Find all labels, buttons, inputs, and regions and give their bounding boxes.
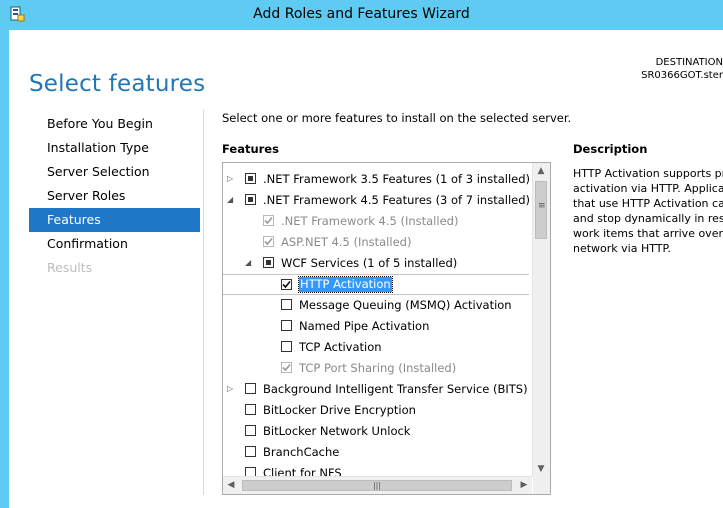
wizard-window: Select features DESTINATION SR0366GOT.st… (9, 30, 723, 508)
partial-check-icon (248, 176, 253, 181)
checkmark-icon (264, 216, 273, 225)
scroll-left-icon[interactable]: ◀ (227, 480, 235, 490)
page-title: Select features (29, 71, 206, 98)
features-tree[interactable]: ▷ .NET Framework 3.5 Features (1 of 3 ins… (222, 162, 551, 495)
feature-row[interactable]: BitLocker Drive Encryption (223, 400, 528, 421)
destination-server: SR0366GOT.ster (641, 70, 723, 81)
feature-label: WCF Services (1 of 5 installed) (281, 256, 458, 270)
destination-label: DESTINATION (655, 57, 723, 68)
scroll-up-icon[interactable]: ▲ (537, 166, 545, 176)
feature-label: ASP.NET 4.5 (Installed) (281, 235, 412, 249)
feature-checkbox[interactable] (281, 320, 292, 331)
feature-checkbox[interactable] (245, 404, 256, 415)
wizard-nav: Before You Begin Installation Type Serve… (29, 112, 200, 280)
feature-row[interactable]: BitLocker Network Unlock (223, 421, 528, 442)
feature-label: TCP Port Sharing (Installed) (299, 361, 457, 375)
scroll-corner (533, 477, 550, 494)
nav-item-results: Results (47, 260, 93, 275)
nav-divider (203, 110, 204, 495)
window-title: Add Roles and Features Wizard (253, 6, 470, 22)
checkmark-icon (282, 280, 291, 289)
feature-checkbox[interactable] (281, 279, 292, 290)
checkmark-icon (264, 237, 273, 246)
horizontal-scrollbar[interactable]: ◀ ||| ▶ (223, 476, 532, 494)
feature-row[interactable]: Named Pipe Activation (223, 316, 528, 337)
nav-item-before-you-begin[interactable]: Before You Begin (47, 116, 153, 131)
title-bar[interactable]: Add Roles and Features Wizard (0, 0, 723, 30)
feature-label: TCP Activation (299, 340, 382, 354)
feature-label: .NET Framework 4.5 Features (3 of 7 inst… (263, 193, 531, 207)
feature-row[interactable]: ▷ Background Intelligent Transfer Service… (223, 379, 528, 400)
feature-checkbox (263, 215, 274, 226)
feature-row[interactable]: BranchCache (223, 442, 528, 463)
server-manager-icon (10, 6, 25, 22)
nav-item-server-selection[interactable]: Server Selection (47, 164, 150, 179)
scroll-down-icon[interactable]: ▼ (537, 464, 545, 474)
feature-checkbox[interactable] (263, 257, 274, 268)
feature-checkbox[interactable] (245, 425, 256, 436)
feature-label: Message Queuing (MSMQ) Activation (299, 298, 512, 312)
nav-item-features[interactable]: Features (29, 208, 200, 232)
nav-item-server-roles[interactable]: Server Roles (47, 188, 126, 203)
features-heading: Features (222, 142, 279, 156)
feature-row[interactable]: ▷ .NET Framework 3.5 Features (1 of 3 ins… (223, 169, 531, 190)
feature-label: .NET Framework 3.5 Features (1 of 3 inst… (263, 172, 531, 186)
feature-label: BitLocker Network Unlock (263, 424, 411, 438)
feature-label: BranchCache (263, 445, 340, 459)
feature-row[interactable]: ◢ WCF Services (1 of 5 installed) (223, 253, 528, 274)
feature-label: HTTP Activation (298, 276, 393, 293)
triangle-down-icon[interactable]: ◢ (245, 258, 252, 267)
description-heading: Description (573, 142, 648, 156)
description-text: HTTP Activation supports pro activation … (573, 167, 723, 255)
feature-row[interactable]: ◢ .NET Framework 4.5 Features (3 of 7 ins… (223, 190, 531, 211)
feature-checkbox[interactable] (281, 299, 292, 310)
feature-checkbox (263, 236, 274, 247)
feature-checkbox[interactable] (245, 446, 256, 457)
feature-checkbox (281, 362, 292, 373)
instruction-text: Select one or more features to install o… (222, 111, 572, 125)
feature-label: .NET Framework 4.5 (Installed) (281, 214, 459, 228)
feature-row[interactable]: .NET Framework 4.5 (Installed) (223, 211, 528, 232)
feature-row[interactable]: Message Queuing (MSMQ) Activation (223, 295, 528, 316)
triangle-down-icon[interactable]: ◢ (227, 195, 234, 204)
feature-row[interactable]: TCP Port Sharing (Installed) (223, 358, 528, 379)
vertical-scrollbar[interactable]: ▲ ≡ ▼ (532, 163, 550, 477)
feature-label: BitLocker Drive Encryption (263, 403, 416, 417)
feature-checkbox[interactable] (245, 173, 256, 184)
partial-check-icon (248, 197, 253, 202)
vertical-scroll-thumb[interactable]: ≡ (535, 181, 547, 239)
feature-row[interactable]: ASP.NET 4.5 (Installed) (223, 232, 528, 253)
feature-row[interactable]: TCP Activation (223, 337, 528, 358)
feature-label: Named Pipe Activation (299, 319, 430, 333)
scroll-right-icon[interactable]: ▶ (520, 480, 528, 490)
destination-info: DESTINATION SR0366GOT.ster (641, 56, 723, 82)
feature-row[interactable]: HTTP Activation (223, 274, 529, 295)
horizontal-scroll-thumb[interactable]: ||| (242, 480, 512, 491)
partial-check-icon (266, 260, 271, 265)
checkmark-icon (282, 363, 291, 372)
feature-checkbox[interactable] (245, 194, 256, 205)
feature-checkbox[interactable] (245, 383, 256, 394)
feature-checkbox[interactable] (281, 341, 292, 352)
nav-item-confirmation[interactable]: Confirmation (47, 236, 128, 251)
nav-item-installation-type[interactable]: Installation Type (47, 140, 149, 155)
triangle-right-icon[interactable]: ▷ (227, 174, 234, 183)
feature-label: Background Intelligent Transfer Service … (263, 382, 528, 396)
triangle-right-icon[interactable]: ▷ (227, 384, 234, 393)
